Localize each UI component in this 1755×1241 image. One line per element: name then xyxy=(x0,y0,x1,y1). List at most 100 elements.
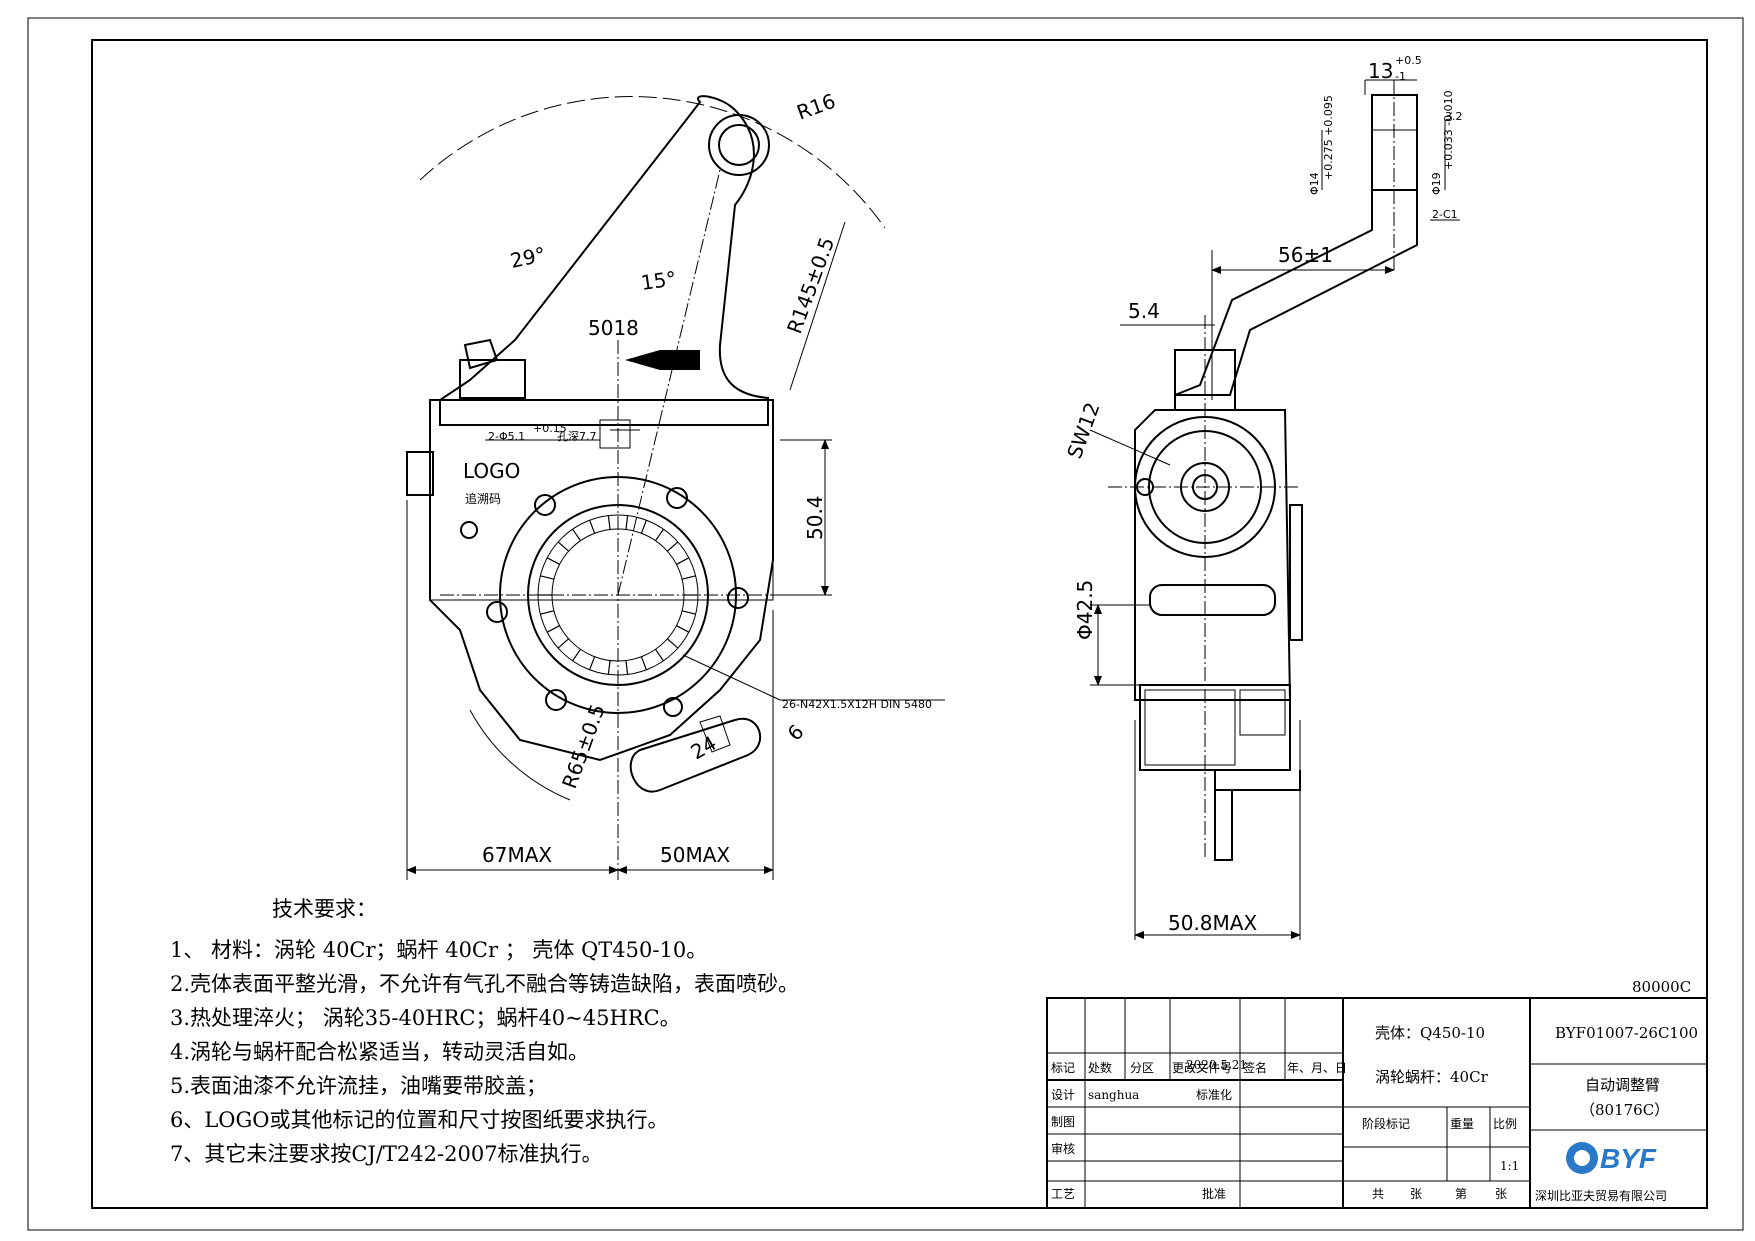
tb-header-1: 处数 xyxy=(1088,1060,1112,1075)
spline-tooth xyxy=(607,660,611,675)
rivet xyxy=(534,494,556,516)
arm-eye-inner xyxy=(718,124,760,166)
dim-angle-15: 15° xyxy=(639,266,677,295)
top-code: 80000C xyxy=(1632,978,1691,996)
side-arm xyxy=(1174,189,1418,396)
tech-item-3: 3.热处理淬火； 涡轮35-40HRC；蜗杆40~45HRC。 xyxy=(170,1006,681,1030)
dim-50-4: 50.4 xyxy=(803,495,827,540)
tb-company: 深圳比亚夫贸易有限公司 xyxy=(1535,1189,1667,1203)
spline-tooth xyxy=(654,528,664,542)
tech-requirements: 技术要求： 1、 材料：涡轮 40Cr；蜗杆 40Cr ； 壳体 QT450-1… xyxy=(170,897,799,1166)
grease-nipple xyxy=(463,338,499,370)
tb-row-process: 工艺 xyxy=(1051,1187,1075,1201)
spline-tooth xyxy=(681,575,696,580)
tb-stage-mark: 阶段标记 xyxy=(1362,1116,1410,1131)
inner-border xyxy=(91,39,1708,1209)
spline-tooth xyxy=(625,660,629,675)
dim-13-tol-upper: +0.5 xyxy=(1395,54,1422,67)
arc-r65 xyxy=(469,709,571,801)
dim-holes-tol: +0.15 xyxy=(533,422,567,435)
tb-header-5: 年、月、日 xyxy=(1287,1061,1347,1075)
tb-sheet-no: 第 xyxy=(1455,1187,1467,1201)
spline-tooth xyxy=(546,557,560,565)
dim-d14: Φ14 xyxy=(1308,172,1321,195)
tb-row-review: 审核 xyxy=(1051,1141,1075,1156)
dim-50max: 50MAX xyxy=(660,843,730,867)
dim-r16: R16 xyxy=(794,89,839,125)
side-lug xyxy=(1149,584,1276,616)
dim-angle-29: 29° xyxy=(508,242,548,273)
tb-sheets-total: 共 xyxy=(1372,1187,1384,1201)
body-inner xyxy=(429,399,774,601)
tb-sheets-unit1: 张 xyxy=(1410,1187,1422,1201)
title-block: 80000C 2020.5.21 标记 处数 分区 更改文件号 签名 年、月、日… xyxy=(1046,978,1708,1209)
tech-item-4: 4.涡轮与蜗杆配合松紧适当，转动灵活自如。 xyxy=(170,1040,589,1064)
spline-tooth xyxy=(572,648,582,662)
grease-boss xyxy=(459,359,526,399)
arm-eye-outer xyxy=(708,114,770,176)
dim-holes: 2-Φ5.1 xyxy=(488,430,525,443)
side-plate xyxy=(1289,504,1303,641)
dim-6: 6 xyxy=(783,720,809,746)
tb-header-4: 签名 xyxy=(1243,1060,1267,1075)
spline-tooth xyxy=(589,519,596,534)
body-outline xyxy=(429,399,774,762)
spline-tooth xyxy=(676,625,690,633)
tech-item-1: 1、 材料：涡轮 40Cr；蜗杆 40Cr ； 壳体 QT450-10。 xyxy=(170,938,707,962)
logo-text: LOGO xyxy=(463,459,520,483)
dim-13-tol-lower: -1 xyxy=(1395,70,1406,83)
spline-spec: 26-N42X1.5X12H DIN 5480 xyxy=(782,698,932,711)
rivet xyxy=(666,487,688,509)
rivet xyxy=(545,689,567,711)
tb-row-design: 设计 xyxy=(1051,1088,1075,1102)
bracket-leg xyxy=(1214,780,1233,861)
tb-ratio: 比例 xyxy=(1493,1117,1517,1131)
dim-5-4: 5.4 xyxy=(1128,299,1160,323)
lower-slot xyxy=(629,717,762,793)
tb-date: 2020.5.21 xyxy=(1186,1058,1247,1072)
tb-part-code: （80176C） xyxy=(1580,1101,1669,1119)
rivet xyxy=(663,697,683,717)
spline-tooth xyxy=(589,656,596,671)
lower-slot-inner xyxy=(699,715,731,753)
dim-d19: Φ19 xyxy=(1430,172,1443,195)
tech-item-7: 7、其它未注要求按CJ/T242-2007标准执行。 xyxy=(170,1142,603,1166)
tb-brand: BYF xyxy=(1600,1143,1657,1174)
tb-header-2: 分区 xyxy=(1130,1061,1154,1075)
tb-header-0: 标记 xyxy=(1051,1061,1075,1075)
tb-approve: 批准 xyxy=(1202,1186,1226,1201)
arm-outline xyxy=(439,95,769,426)
outer-border xyxy=(27,17,1744,1231)
spline-tooth xyxy=(557,541,569,552)
tb-weight: 重量 xyxy=(1450,1117,1474,1131)
spline-tooth xyxy=(607,515,611,530)
spline-tooth xyxy=(640,519,647,534)
tech-heading: 技术要求： xyxy=(272,897,377,921)
direction-arrow xyxy=(625,350,700,370)
tb-designer: sanghua xyxy=(1088,1088,1139,1102)
tb-header-3: 更改文件号 xyxy=(1172,1060,1232,1075)
trace-code: 追溯码 xyxy=(465,491,501,506)
dim-13: 13 xyxy=(1368,59,1393,83)
spline-tooth xyxy=(640,656,647,671)
adjuster-bolt xyxy=(406,451,434,496)
side-body xyxy=(1134,409,1292,701)
dim-sw12: SW12 xyxy=(1062,399,1104,462)
tb-standardize: 标准化 xyxy=(1196,1088,1232,1102)
dim-67max: 67MAX xyxy=(482,843,552,867)
tb-material-worm: 涡轮蜗杆：40Cr xyxy=(1375,1068,1489,1086)
spline-tooth xyxy=(681,610,696,615)
spline-tooth xyxy=(546,625,560,633)
dim-2c1: 2-C1 xyxy=(1432,208,1458,221)
dim-3-2: 3.2 xyxy=(1445,110,1463,123)
centerline-arm xyxy=(617,169,721,596)
gear-section-hatch xyxy=(1144,689,1236,766)
dim-5018: 5018 xyxy=(588,316,639,340)
rivet xyxy=(486,601,508,623)
spline-tooth xyxy=(557,638,569,649)
bracket-top xyxy=(1214,770,1301,791)
spline-tooth xyxy=(625,515,629,530)
gear-section xyxy=(1139,684,1291,771)
tech-item-5: 5.表面油漆不允许流挂，油嘴要带胶盖； xyxy=(170,1074,547,1098)
